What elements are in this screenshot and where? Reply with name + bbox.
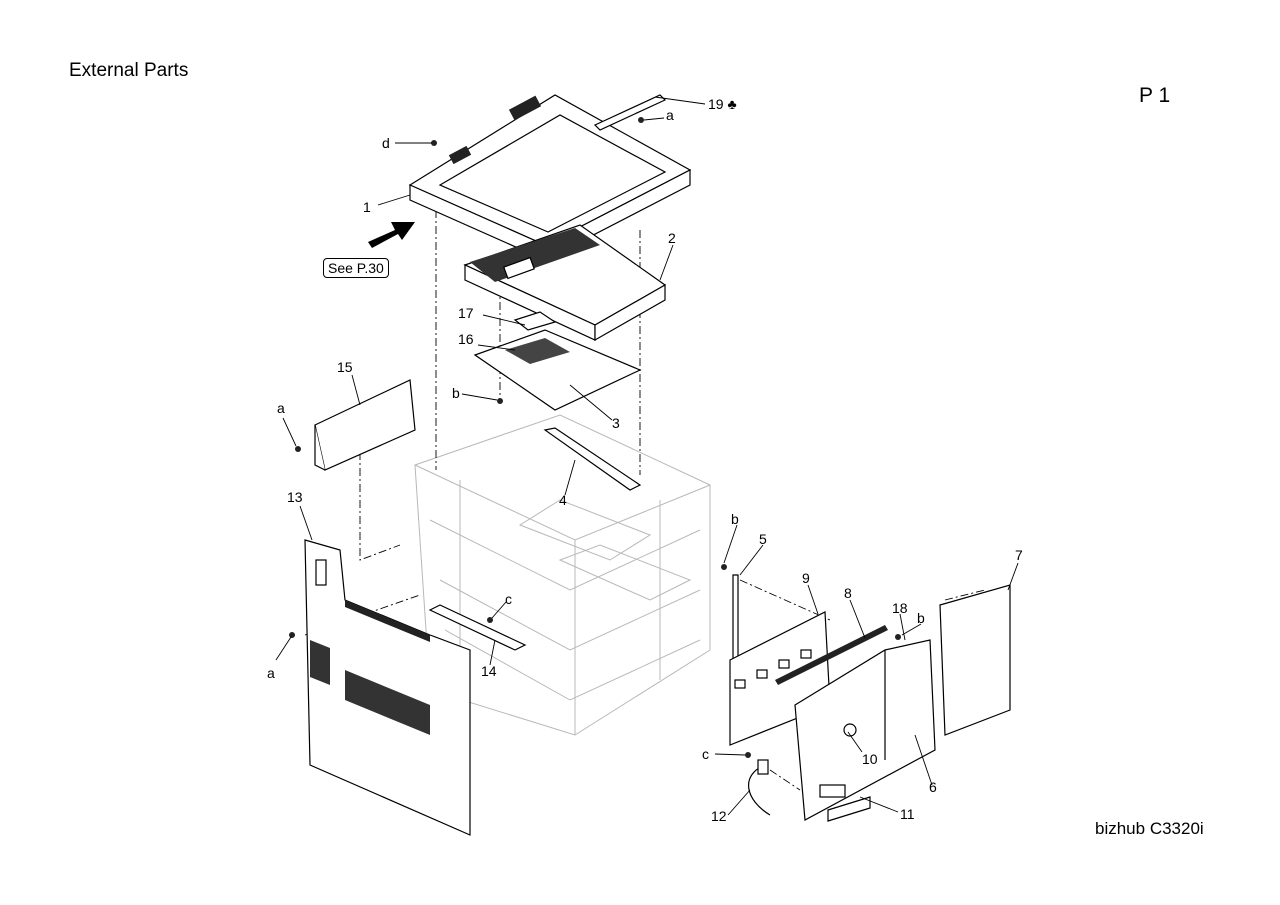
callout-b-right-1: b (731, 511, 739, 527)
part-2-scanner-unit (463, 224, 667, 342)
part-6-right-cover (794, 639, 936, 821)
screws (289, 117, 901, 758)
part-12-cable (748, 759, 771, 816)
callout-15: 15 (337, 359, 353, 375)
callout-d: d (382, 135, 390, 151)
callout-5: 5 (759, 531, 767, 547)
callout-18: 18 (892, 600, 908, 616)
callout-c-bottom: c (702, 746, 709, 762)
model-name: bizhub C3320i (1095, 819, 1204, 838)
callout-16: 16 (458, 331, 474, 347)
callout-19: 19 ♣ (708, 96, 737, 112)
part-4-rail (543, 427, 642, 491)
callout-8: 8 (844, 585, 852, 601)
callout-c-middle: c (505, 591, 512, 607)
callout-12: 12 (711, 808, 727, 824)
callout-a-bottom: a (267, 665, 275, 681)
callout-17: 17 (458, 305, 474, 321)
part-8-strip (775, 625, 888, 685)
leader-lines (275, 96, 1019, 816)
callout-11: 11 (900, 806, 915, 822)
part-3-exit-tray (473, 311, 642, 411)
callout-3: 3 (612, 415, 620, 431)
part-11-label (827, 796, 871, 822)
callout-a-left: a (277, 400, 285, 416)
callout-b-middle: b (452, 385, 460, 401)
callout-4: 4 (559, 492, 567, 508)
direction-arrow-icon (368, 222, 415, 248)
page-title: External Parts (69, 60, 189, 81)
callout-a-top: a (666, 107, 674, 123)
callout-13: 13 (287, 489, 303, 505)
part-7-right-panel (939, 584, 1011, 736)
page-number: P 1 (1139, 84, 1171, 107)
assembly-lines (304, 210, 986, 791)
machine-body-ghost (414, 414, 711, 736)
callout-1: 1 (363, 199, 371, 215)
part-14-lower-rail (428, 604, 527, 651)
part-13-left-cover (304, 539, 471, 836)
part-15-left-upper-cover (314, 379, 416, 471)
callout-b-right-2: b (917, 610, 925, 626)
callout-14: 14 (481, 663, 497, 679)
callout-9: 9 (802, 570, 810, 586)
callout-2: 2 (668, 230, 676, 246)
part-5-hinge (732, 574, 739, 661)
see-page-reference: See P.30 (323, 258, 389, 278)
callout-10: 10 (862, 751, 878, 767)
part-19-strip (593, 94, 667, 131)
callout-6: 6 (929, 779, 937, 795)
callout-7: 7 (1015, 547, 1023, 563)
